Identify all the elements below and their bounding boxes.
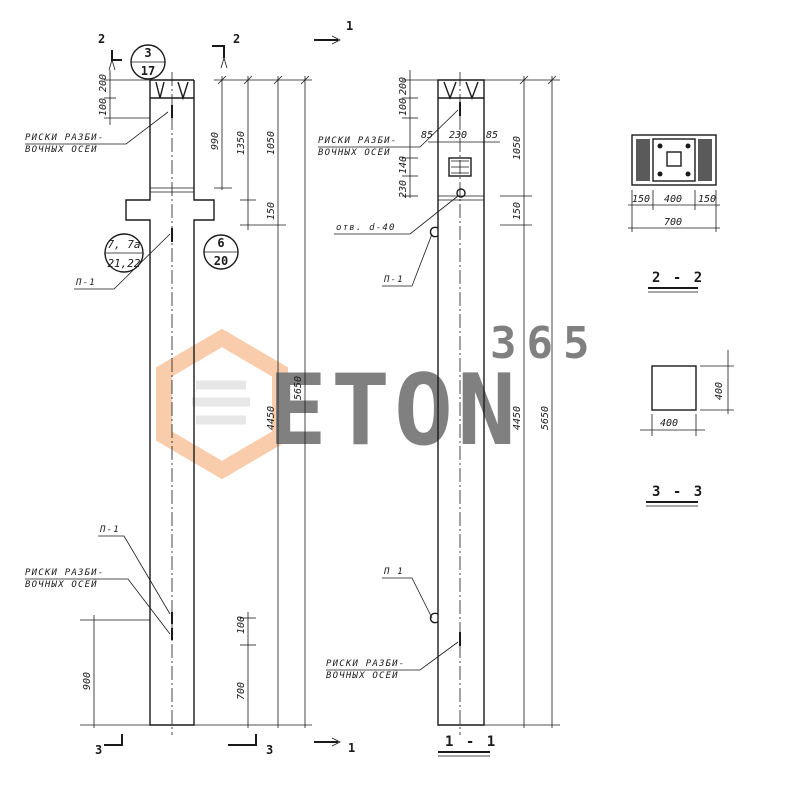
callout-right-sheet: 20 xyxy=(214,254,228,268)
dim-left-200: 200 xyxy=(98,74,109,92)
dim-3-3-400-v: 400 xyxy=(714,382,725,400)
middle-p1-label: П-1 xyxy=(383,275,404,285)
middle-p1-label-lower: П 1 xyxy=(383,567,404,577)
dim-left-700: 700 xyxy=(236,682,247,700)
middle-risk-label-top-2: ВОЧНЫХ ОСЕЙ xyxy=(318,146,391,158)
callout-mid: 7, 7а 21,22 xyxy=(104,233,144,273)
plan-2-2-centre xyxy=(652,138,696,182)
dim-left-5650: 5650 xyxy=(293,376,304,400)
left-column-elevation xyxy=(125,72,215,735)
dim-plan-700: 700 xyxy=(664,217,682,228)
section-marks-2: 2 2 xyxy=(98,32,240,71)
section-marks-3: 3 3 1 xyxy=(95,734,355,757)
callout-right-num: 6 xyxy=(217,236,224,250)
middle-loop-top xyxy=(429,226,439,238)
section-2-2-label: 2 - 2 xyxy=(652,270,704,286)
dim-mid-150: 150 xyxy=(512,202,523,220)
section-3-3-plan: 400 400 3 - 3 xyxy=(640,350,734,507)
section-2-2-plan: 150 400 150 700 2 - 2 xyxy=(628,134,720,293)
dim-mid-5650: 5650 xyxy=(540,406,551,430)
left-risk-label-bottom-1: РИСКИ РАЗБИ- xyxy=(25,568,104,578)
dim-left-1050: 1050 xyxy=(266,131,277,155)
middle-hole xyxy=(456,188,466,198)
dim-plan-400: 400 xyxy=(664,194,682,205)
left-p1-label-lower: П-1 xyxy=(99,525,120,535)
callout-top-sheet: 17 xyxy=(141,64,155,78)
middle-embedded-plate xyxy=(448,157,472,177)
callout-top-num: 3 xyxy=(144,46,151,60)
dim-left-4450: 4450 xyxy=(266,406,277,430)
callout-right: 6 20 xyxy=(203,234,239,270)
plan-2-2-outline xyxy=(631,134,717,186)
watermark-hexagon xyxy=(156,328,288,480)
middle-loop-bottom xyxy=(429,612,439,624)
dim-3-3-400-h: 400 xyxy=(660,418,678,429)
callout-mid-sheet: 21,22 xyxy=(107,257,140,270)
dim-mid-200: 200 xyxy=(398,77,409,95)
section-mark-1-top: 1 xyxy=(346,19,353,33)
left-labels: РИСКИ РАЗБИ- ВОЧНЫХ ОСЕЙ П-1 П-1 РИСКИ Р… xyxy=(25,111,171,635)
middle-hole-label: отв. d-40 xyxy=(336,223,396,233)
dim-mid-85-left: 85 xyxy=(421,130,433,141)
dim-mid-1050: 1050 xyxy=(512,136,523,160)
section-mark-2-right: 2 xyxy=(233,32,240,46)
dim-left-150: 150 xyxy=(266,202,277,220)
dim-left-1350: 1350 xyxy=(236,131,247,155)
dim-mid-100: 100 xyxy=(398,98,409,116)
middle-risk-label-bottom-2: ВОЧНЫХ ОСЕЙ xyxy=(326,669,399,681)
dim-mid-4450: 4450 xyxy=(512,406,523,430)
section-mark-2-left: 2 xyxy=(98,32,105,46)
dim-left-900: 900 xyxy=(82,672,93,690)
left-risk-label-top-2: ВОЧНЫХ ОСЕЙ xyxy=(25,143,98,155)
left-p1-label: П-1 xyxy=(75,278,96,288)
dim-mid-230: 230 xyxy=(449,130,467,141)
plan-3-3-square xyxy=(651,365,697,411)
dim-mid-140: 140 xyxy=(398,156,409,174)
middle-column-dimensions: 200 100 140 230 85 230 85 1050 150 4450 … xyxy=(398,70,560,728)
section-mark-3-right: 3 xyxy=(266,743,273,757)
dim-mid-230-v: 230 xyxy=(398,180,409,198)
dim-plan-150-left: 150 xyxy=(632,194,650,205)
watermark-hex-stripes xyxy=(192,380,250,425)
left-column-dimensions: 200 100 990 1350 1050 150 4450 5650 100 … xyxy=(80,70,312,728)
middle-risk-label-top-1: РИСКИ РАЗБИ- xyxy=(318,136,397,146)
dim-left-100-lower: 100 xyxy=(236,616,247,634)
section-3-3-label: 3 - 3 xyxy=(652,484,704,500)
dim-plan-150-right: 150 xyxy=(698,194,716,205)
plan-2-2-right-bar xyxy=(698,139,712,181)
watermark-brand: ETON xyxy=(268,354,520,468)
section-mark-1-bottom: 1 xyxy=(348,741,355,755)
section-1-1-label: 1 - 1 xyxy=(445,734,497,750)
watermark: 365 ETON xyxy=(156,318,599,480)
dim-left-990: 990 xyxy=(210,132,221,150)
section-mark-1-top-group: 1 xyxy=(314,19,353,45)
middle-risk-label-bottom-1: РИСКИ РАЗБИ- xyxy=(326,659,405,669)
left-risk-label-top-1: РИСКИ РАЗБИ- xyxy=(25,133,104,143)
left-risk-label-bottom-2: ВОЧНЫХ ОСЕЙ xyxy=(25,578,98,590)
watermark-number: 365 xyxy=(490,318,599,369)
callout-mid-num: 7, 7а xyxy=(107,238,140,251)
plan-2-2-centre-square xyxy=(666,151,682,167)
middle-column-top-cap xyxy=(438,81,484,100)
left-column-outline xyxy=(125,80,215,726)
middle-labels: РИСКИ РАЗБИ- ВОЧНЫХ ОСЕЙ отв. d-40 П-1 П… xyxy=(318,109,459,681)
dim-mid-85-right: 85 xyxy=(486,130,498,141)
dim-left-100: 100 xyxy=(98,98,109,116)
plan-2-2-left-bar xyxy=(636,139,650,181)
callout-top: 3 17 xyxy=(130,44,166,80)
section-1-1-title: 1 - 1 xyxy=(438,734,497,757)
section-mark-3-left: 3 xyxy=(95,743,102,757)
